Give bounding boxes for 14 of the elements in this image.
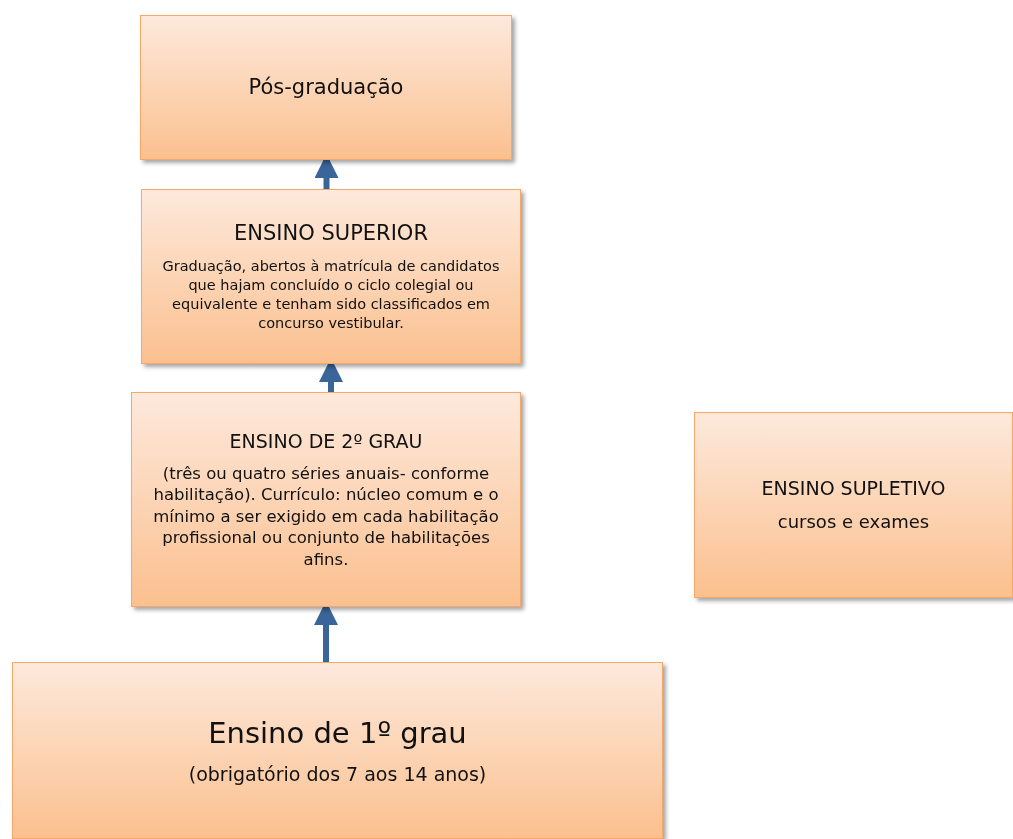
level-heading: Pós-graduação xyxy=(248,73,404,101)
level-description: cursos e exames xyxy=(777,510,930,534)
education-level-box xyxy=(141,189,521,364)
level-heading: ENSINO SUPLETIVO xyxy=(761,476,946,501)
level-description: (obrigatório dos 7 aos 14 anos) xyxy=(188,761,487,787)
level-heading: ENSINO DE 2º GRAU xyxy=(229,428,423,454)
education-level-box xyxy=(140,15,512,160)
level-description: (três ou quatro séries anuais- conforme habilitação). Currículo: núcleo comum e o mínimo a ser exigido em cada habilitação profissional ou conjunto de habilitações afins. xyxy=(152,463,500,571)
level-heading: Ensino de 1º grau xyxy=(208,714,467,752)
education-level-box xyxy=(12,662,663,839)
education-level-box xyxy=(131,392,521,607)
education-level-box xyxy=(694,412,1013,598)
level-heading: ENSINO SUPERIOR xyxy=(234,220,428,248)
level-description: Graduação, abertos à matrícula de candidatos que hajam concluído o ciclo colegial ou equivalente e tenham sido classificados em concurso vestibular. xyxy=(161,257,501,333)
